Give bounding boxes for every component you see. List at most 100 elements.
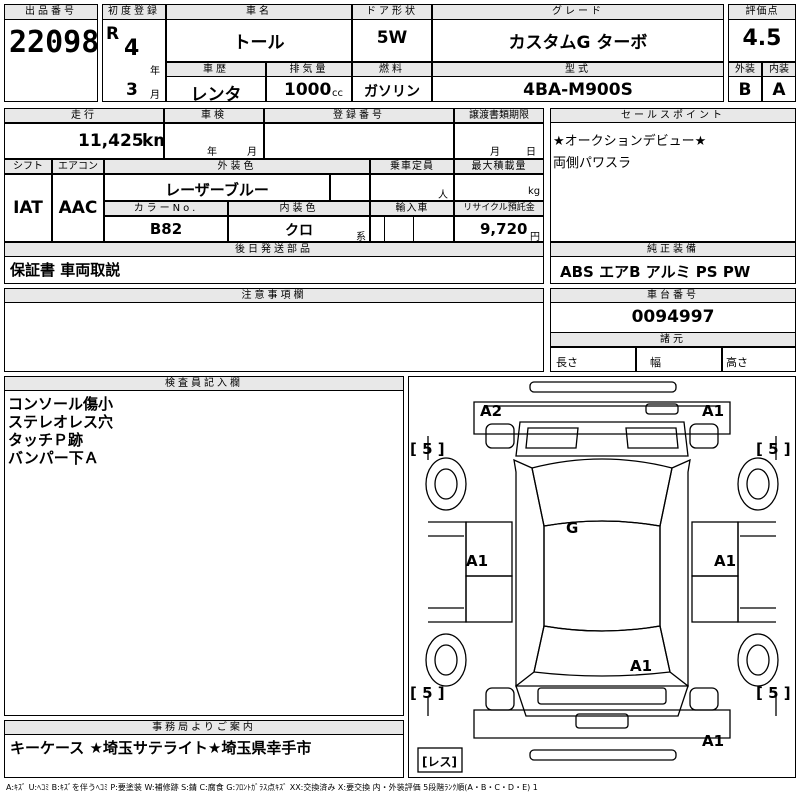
- inspector-line: タッチＰ跡: [8, 431, 84, 449]
- lot-label: 出品番号: [4, 4, 98, 20]
- color-no-cell: [104, 216, 228, 242]
- score: 4.5: [742, 26, 782, 51]
- shift: IAT: [13, 198, 43, 218]
- mileage: 11,425: [78, 131, 144, 151]
- history: レンタ: [190, 85, 242, 105]
- chassis-label: 車台番号: [550, 288, 796, 303]
- interior-label: 内装: [762, 62, 796, 77]
- lot-number: 22098: [9, 25, 100, 60]
- ac: AAC: [58, 198, 98, 218]
- door-label: ドア形状: [352, 4, 432, 20]
- transfer-label: 譲渡書類期限: [454, 108, 544, 123]
- damage-mark-a1-right-door: A1: [714, 552, 736, 570]
- color-no-label: カラーNo.: [104, 201, 228, 216]
- reg-month: 3: [126, 80, 138, 100]
- sales-point-2: 両側パワスラ: [553, 156, 632, 171]
- interior-color-label: 内装色: [228, 201, 370, 216]
- import-sub-cell: [384, 216, 414, 242]
- tire-rear-right: [ 5 ]: [756, 684, 791, 702]
- shift-label: シフト: [4, 159, 52, 174]
- first-reg-cell: [102, 4, 166, 102]
- equipment-value: ABS エアB アルミ PS PW: [560, 263, 751, 281]
- import-label: 輸入車: [370, 201, 454, 216]
- model-label: 型式: [432, 62, 724, 77]
- model-code: 4BA-M900S: [523, 80, 633, 100]
- spare-tire: [レス]: [422, 755, 457, 769]
- payload-cell: [454, 174, 544, 201]
- parts-value: 保証書 車両取説: [10, 261, 121, 279]
- era: R: [106, 24, 120, 44]
- color-cell: [104, 174, 330, 201]
- interior-color: クロ: [285, 223, 313, 239]
- legend: A:ｷｽﾞ U:ﾍｺﾐ B:ｷｽﾞを伴うﾍｺﾐ P:要塗装 W:補修跡 S:錆 …: [6, 783, 538, 792]
- mileage-unit: km: [142, 131, 172, 151]
- car-name: トール: [233, 33, 285, 53]
- interior-color-suffix: 系: [356, 232, 366, 243]
- shift-cell: [4, 174, 52, 242]
- damage-mark-a1-rear-glass: A1: [630, 657, 652, 675]
- grade-label: グレード: [432, 4, 724, 20]
- width-cell: [636, 347, 722, 372]
- exterior-color: レーザーブルー: [165, 181, 269, 199]
- inspection-label: 車検: [164, 108, 264, 123]
- exterior-label: 外装: [728, 62, 762, 77]
- exterior-grade: B: [738, 80, 752, 100]
- payload-unit: kg: [528, 186, 541, 197]
- chassis-number: 0094997: [631, 307, 715, 327]
- inspector-line: バンパー下Ａ: [8, 449, 99, 467]
- inspection-month-unit: 月: [247, 147, 257, 158]
- inspector-label: 検査員記入欄: [4, 376, 404, 391]
- damage-mark-g-windshield: G: [566, 519, 578, 537]
- color-label: 外装色: [104, 159, 370, 174]
- interior-color-cell: [228, 216, 370, 242]
- ac-cell: [52, 174, 104, 242]
- year-unit: 年: [150, 66, 160, 77]
- sales-point-cell: [550, 108, 796, 242]
- equipment-label: 純正装備: [550, 242, 796, 257]
- transfer-day-unit: 日: [526, 147, 536, 158]
- sales-point-1: ★オークションデビュー★: [553, 134, 707, 149]
- regno-cell: [264, 123, 454, 159]
- sales-point-label: セールスポイント: [550, 108, 796, 123]
- inspection-cell: [164, 123, 264, 159]
- capacity-cell: [370, 174, 454, 201]
- ac-label: エアコン: [52, 159, 104, 174]
- capacity-label: 乗車定員: [370, 159, 454, 174]
- damage-mark-a1-front-right: A1: [702, 402, 724, 420]
- reg-year: 4: [124, 36, 140, 61]
- damage-mark-a1-rear-bumper: A1: [702, 732, 724, 750]
- color-no: B82: [149, 220, 183, 238]
- recycle-label: リサイクル預託金: [454, 201, 544, 216]
- interior-grade: A: [772, 80, 786, 100]
- grade: カスタムG ターボ: [508, 33, 648, 53]
- notes-label: 注意事項欄: [4, 288, 544, 303]
- damage-mark-a1-left-door: A1: [466, 552, 488, 570]
- recycle-unit: 円: [530, 232, 540, 243]
- specs-label: 諸元: [550, 332, 796, 347]
- regno-label: 登録番号: [264, 108, 454, 123]
- recycle-fee: 9,720: [480, 220, 528, 238]
- first-reg-label: 初度登録: [102, 4, 166, 20]
- mileage-label: 走行: [4, 108, 164, 123]
- door-type: 5W: [376, 28, 408, 48]
- tire-rear-left: [ 5 ]: [410, 684, 445, 702]
- lot-cell: [4, 4, 98, 102]
- width-label: 幅: [650, 356, 661, 369]
- history-label: 車歴: [166, 62, 266, 77]
- recycle-cell: [454, 216, 544, 242]
- name-label: 車名: [166, 4, 352, 20]
- displacement: 1000: [284, 80, 332, 100]
- vehicle-diagram: A2 A1 G A1 A1 A1 A1 [ 5 ] [ 5 ] [ 5 ] [ …: [408, 376, 796, 778]
- displacement-label: 排気量: [266, 62, 352, 77]
- length-cell: [550, 347, 636, 372]
- office-label: 事務局よりご案内: [4, 720, 404, 735]
- month-unit: 月: [150, 90, 160, 101]
- tire-front-left: [ 5 ]: [410, 440, 445, 458]
- displacement-unit: cc: [332, 88, 343, 99]
- office-value: キーケース ★埼玉サテライト★埼玉県幸手市: [10, 739, 312, 757]
- inspector-line: ステレオレス穴: [8, 413, 114, 431]
- inspection-year-unit: 年: [207, 147, 217, 158]
- height-label: 高さ: [726, 356, 748, 369]
- transfer-cell: [454, 123, 544, 159]
- tire-front-right: [ 5 ]: [756, 440, 791, 458]
